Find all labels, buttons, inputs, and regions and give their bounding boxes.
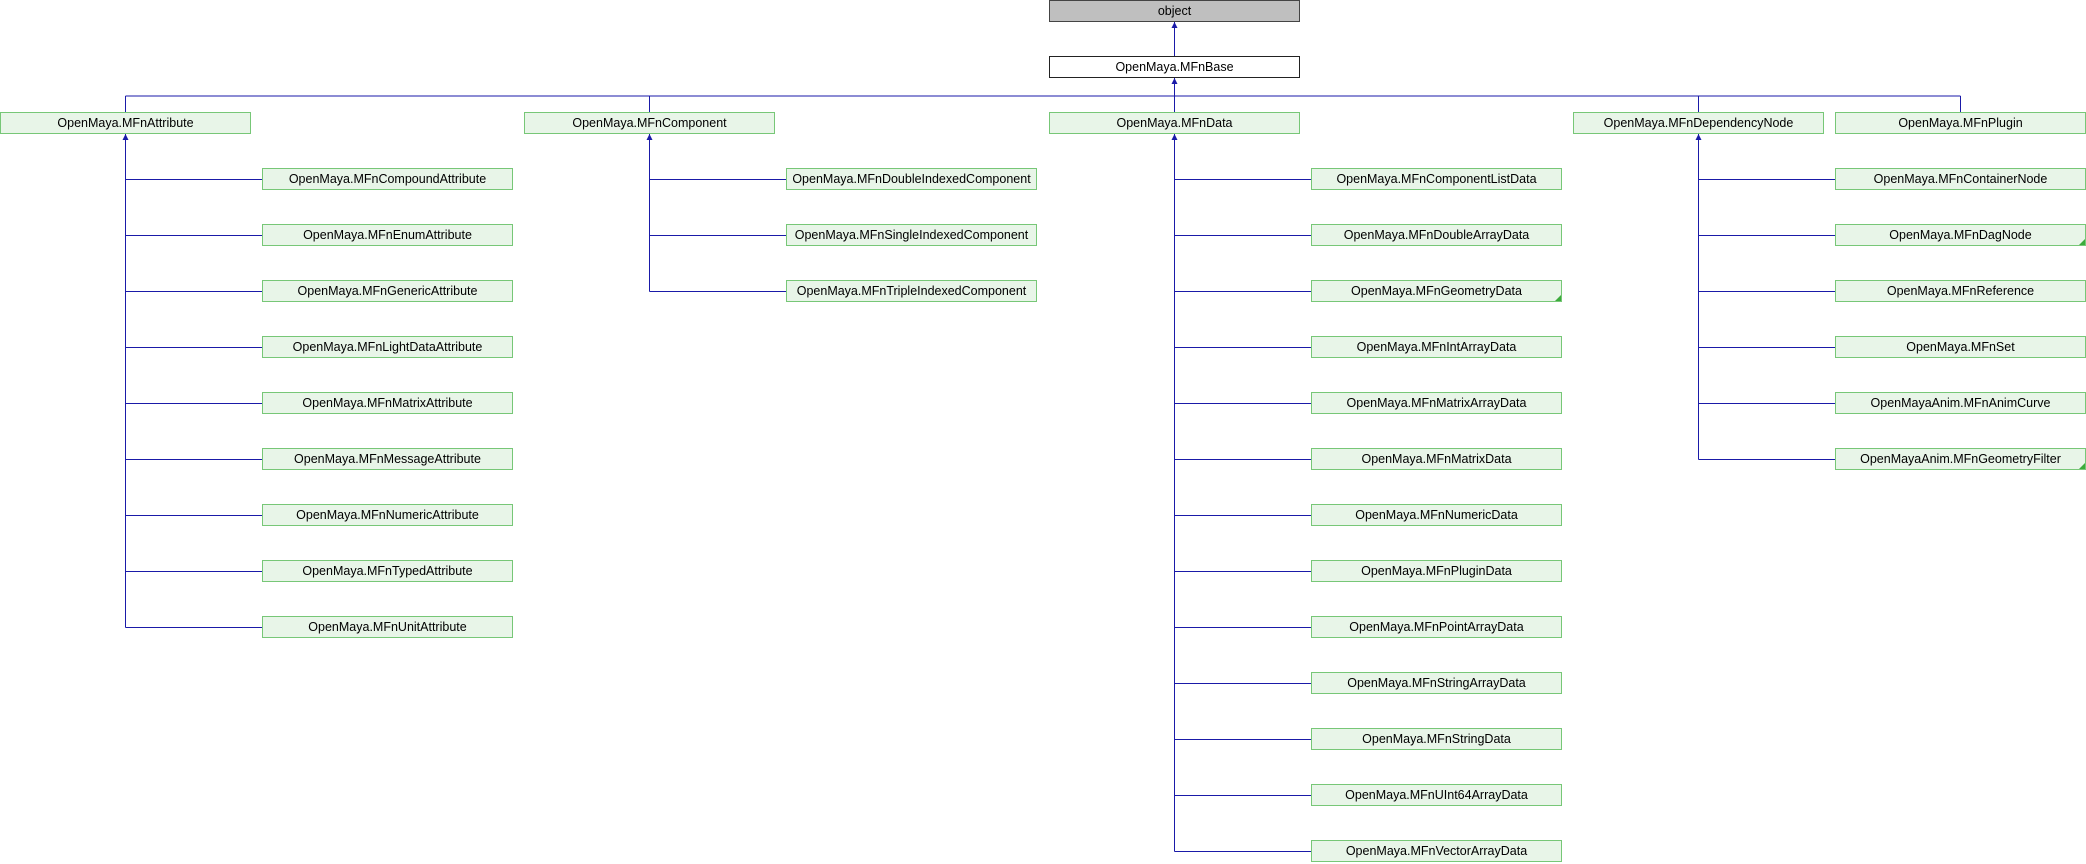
node-mfncompoundattribute[interactable]: OpenMaya.MFnCompoundAttribute: [262, 168, 513, 190]
node-mfndoublearraydata[interactable]: OpenMaya.MFnDoubleArrayData: [1311, 224, 1562, 246]
node-mfnenumattribute[interactable]: OpenMaya.MFnEnumAttribute: [262, 224, 513, 246]
node-mfndata[interactable]: OpenMaya.MFnData: [1049, 112, 1300, 134]
node-mfnmessageattribute[interactable]: OpenMaya.MFnMessageAttribute: [262, 448, 513, 470]
node-mfnsingleindexedcomponent[interactable]: OpenMaya.MFnSingleIndexedComponent: [786, 224, 1037, 246]
node-mfnstringdata[interactable]: OpenMaya.MFnStringData: [1311, 728, 1562, 750]
node-mfnmatrixdata[interactable]: OpenMaya.MFnMatrixData: [1311, 448, 1562, 470]
node-mfnplugindata[interactable]: OpenMaya.MFnPluginData: [1311, 560, 1562, 582]
node-mfnlightdataattribute[interactable]: OpenMaya.MFnLightDataAttribute: [262, 336, 513, 358]
node-mfnnumericattribute[interactable]: OpenMaya.MFnNumericAttribute: [262, 504, 513, 526]
node-object[interactable]: object: [1049, 0, 1300, 22]
node-mfndoubleindexedcomponent[interactable]: OpenMaya.MFnDoubleIndexedComponent: [786, 168, 1037, 190]
node-mfnvectorarraydata[interactable]: OpenMaya.MFnVectorArrayData: [1311, 840, 1562, 862]
arrowhead-mfnbase: [1171, 78, 1178, 84]
node-mfnnumericdata[interactable]: OpenMaya.MFnNumericData: [1311, 504, 1562, 526]
node-mfnmatrixarraydata[interactable]: OpenMaya.MFnMatrixArrayData: [1311, 392, 1562, 414]
node-mfnstringarraydata[interactable]: OpenMaya.MFnStringArrayData: [1311, 672, 1562, 694]
arrowhead-mfndata: [1171, 134, 1178, 140]
node-mfnreference[interactable]: OpenMaya.MFnReference: [1835, 280, 2086, 302]
node-mfnanimcurve[interactable]: OpenMayaAnim.MFnAnimCurve: [1835, 392, 2086, 414]
arrowhead-object: [1171, 22, 1178, 28]
node-mfndagnode[interactable]: OpenMaya.MFnDagNode: [1835, 224, 2086, 246]
node-mfnbase[interactable]: OpenMaya.MFnBase: [1049, 56, 1300, 78]
node-mfncomponentlistdata[interactable]: OpenMaya.MFnComponentListData: [1311, 168, 1562, 190]
node-mfndependencynode[interactable]: OpenMaya.MFnDependencyNode: [1573, 112, 1824, 134]
node-mfnset[interactable]: OpenMaya.MFnSet: [1835, 336, 2086, 358]
node-mfnunitattribute[interactable]: OpenMaya.MFnUnitAttribute: [262, 616, 513, 638]
node-mfntypedattribute[interactable]: OpenMaya.MFnTypedAttribute: [262, 560, 513, 582]
arrowhead-mfndependencynode: [1695, 134, 1702, 140]
node-mfnattribute[interactable]: OpenMaya.MFnAttribute: [0, 112, 251, 134]
node-mfnintarraydata[interactable]: OpenMaya.MFnIntArrayData: [1311, 336, 1562, 358]
node-mfnpointarraydata[interactable]: OpenMaya.MFnPointArrayData: [1311, 616, 1562, 638]
node-mfnmatrixattribute[interactable]: OpenMaya.MFnMatrixAttribute: [262, 392, 513, 414]
node-mfngeometryfilter[interactable]: OpenMayaAnim.MFnGeometryFilter: [1835, 448, 2086, 470]
node-mfngeometrydata[interactable]: OpenMaya.MFnGeometryData: [1311, 280, 1562, 302]
arrowhead-mfncomponent: [646, 134, 653, 140]
node-mfngenericattribute[interactable]: OpenMaya.MFnGenericAttribute: [262, 280, 513, 302]
node-mfnuint64arraydata[interactable]: OpenMaya.MFnUInt64ArrayData: [1311, 784, 1562, 806]
node-mfntripleindexedcomponent[interactable]: OpenMaya.MFnTripleIndexedComponent: [786, 280, 1037, 302]
arrowhead-mfnattribute: [122, 134, 129, 140]
node-mfnplugin[interactable]: OpenMaya.MFnPlugin: [1835, 112, 2086, 134]
node-mfncontainernode[interactable]: OpenMaya.MFnContainerNode: [1835, 168, 2086, 190]
node-mfncomponent[interactable]: OpenMaya.MFnComponent: [524, 112, 775, 134]
